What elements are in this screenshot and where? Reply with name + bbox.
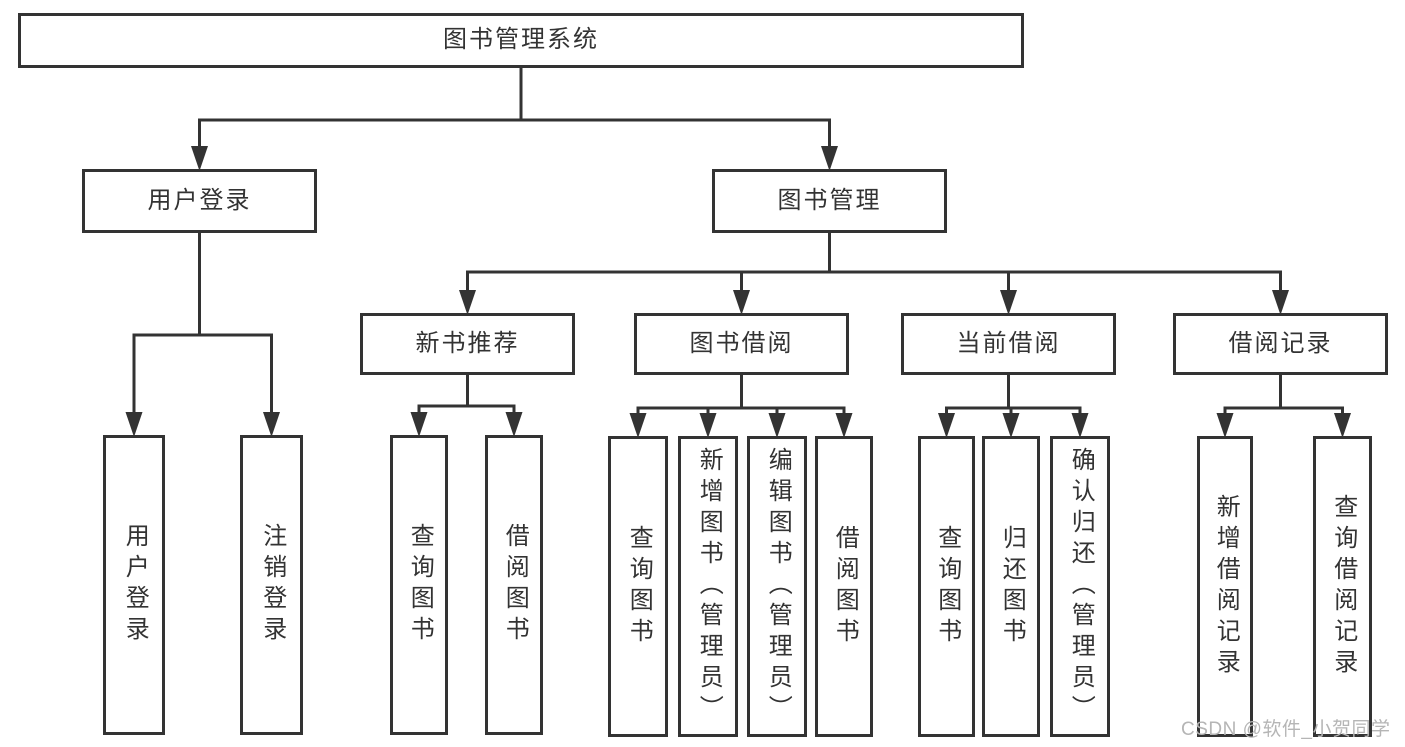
connector-arrowhead [629,413,647,438]
node-query-books-3: 查询图书 [918,436,975,737]
node-book-management-label: 图书管理 [777,186,882,214]
node-user-login: 用户登录 [82,169,317,233]
connector-arrowhead [821,146,838,171]
node-confirm-return-admin: 确认归还（管理员） [1050,436,1110,737]
connector-arrowhead [768,413,786,438]
node-query-books-1-label: 查询图书 [406,523,434,647]
connector-arrowhead [125,412,143,437]
node-return-books: 归还图书 [982,436,1040,737]
node-edit-books-admin: 编辑图书（管理员） [747,436,807,737]
connector-arrowhead [191,146,208,171]
node-add-borrowing-record-label: 新增借阅记录 [1212,493,1240,680]
node-query-books-3-label: 查询图书 [933,524,961,649]
node-borrow-books-2-label: 借阅图书 [831,524,859,649]
connector-arrowhead [459,290,476,315]
connector-arrowhead [733,290,750,315]
node-query-books-2: 查询图书 [608,436,668,737]
node-logout-action-label: 注销登录 [258,523,286,647]
node-confirm-return-admin-label: 确认归还（管理员） [1067,447,1095,726]
connector-arrowhead [1272,290,1289,315]
connector-arrowhead [1071,413,1089,438]
node-book-borrowing-label: 图书借阅 [689,329,794,357]
node-query-borrowing-record: 查询借阅记录 [1313,436,1372,737]
watermark: CSDN @软件_小贺同学 [1181,719,1391,740]
connector-arrowhead [1000,290,1017,315]
connector-arrowhead [938,413,955,438]
node-add-borrowing-record: 新增借阅记录 [1197,436,1253,737]
node-book-borrowing: 图书借阅 [634,313,849,375]
node-return-books-label: 归还图书 [998,524,1026,649]
node-add-books-admin: 新增图书（管理员） [678,436,738,737]
node-borrow-books-1-label: 借阅图书 [501,523,529,647]
node-root-label: 图书管理系统 [443,26,599,54]
node-user-login-action-label: 用户登录 [121,523,149,647]
connector-arrowhead [1334,413,1351,438]
node-borrow-books-1: 借阅图书 [485,435,543,735]
node-new-book-recommend-label: 新书推荐 [415,329,520,357]
connector-arrowhead [835,413,853,438]
node-query-books-1: 查询图书 [390,435,448,735]
node-borrowing-records: 借阅记录 [1173,313,1388,375]
connector-arrowhead [699,413,717,438]
node-current-borrowing-label: 当前借阅 [956,329,1061,357]
node-user-login-label: 用户登录 [147,186,252,214]
node-root: 图书管理系统 [18,13,1024,68]
node-query-borrowing-record-label: 查询借阅记录 [1329,493,1357,680]
node-edit-books-admin-label: 编辑图书（管理员） [764,447,792,726]
node-query-books-2-label: 查询图书 [625,524,653,649]
node-add-books-admin-label: 新增图书（管理员） [695,447,723,726]
node-new-book-recommend: 新书推荐 [360,313,575,375]
connector-arrowhead [505,412,523,437]
node-borrow-books-2: 借阅图书 [815,436,873,737]
connector-arrowhead [1216,413,1234,438]
node-user-login-action: 用户登录 [103,435,165,735]
node-book-management: 图书管理 [712,169,947,233]
connector-arrowhead [410,412,428,437]
node-borrowing-records-label: 借阅记录 [1228,329,1333,357]
connector-arrowhead [1002,413,1020,438]
node-logout-action: 注销登录 [240,435,303,735]
connector-arrowhead [263,412,280,437]
node-current-borrowing: 当前借阅 [901,313,1116,375]
